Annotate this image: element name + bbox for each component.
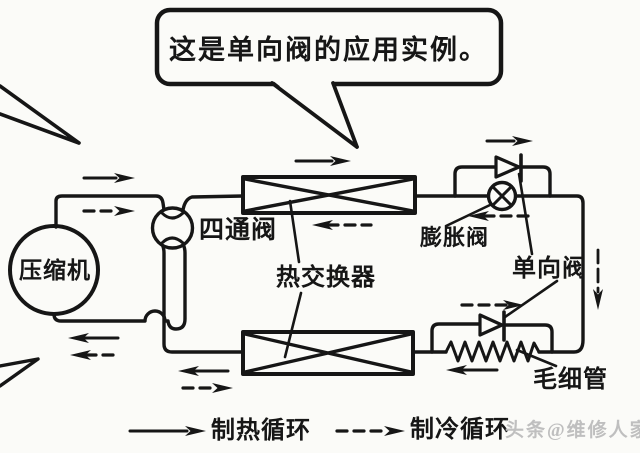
cooling-flow-arrow (181, 383, 233, 393)
heating-flow-arrow (446, 365, 499, 375)
heat-exchanger-label: 热交换器 (276, 265, 376, 291)
legend-heating-label: 制热循环 (211, 418, 311, 444)
heat-exchanger-top-icon (241, 175, 417, 215)
cooling-flow-arrow (593, 248, 603, 310)
compressor-label: 压缩机 (19, 258, 91, 283)
cooling-flow-arrow (312, 220, 373, 230)
four-way-valve-icon (150, 206, 195, 250)
expansion-valve-label: 膨胀阀 (420, 225, 490, 250)
check-valve-bottom-icon (430, 310, 554, 354)
heating-flow-arrow (178, 366, 230, 376)
legend-cooling-arrow (335, 426, 405, 436)
cooling-flow-arrow (82, 206, 135, 216)
legend-cooling-label: 制冷循环 (410, 417, 510, 443)
heat-exchanger-bottom-icon (241, 330, 415, 376)
heating-flow-arrow (294, 156, 351, 166)
check-valve-label: 单向阀 (512, 256, 587, 282)
pipe-lines (52, 194, 585, 354)
cooling-flow-arrow (460, 300, 524, 310)
cooling-flow-arrows (70, 206, 603, 393)
offscreen-bubble-tail-top-left (0, 84, 81, 145)
cooling-flow-arrow (70, 350, 122, 360)
speech-bubble-text: 这是单向阀的应用实例。 (169, 34, 488, 65)
heating-flow-arrow (82, 173, 135, 183)
legend-heating-arrow (128, 426, 206, 436)
check-valve-top-icon (453, 153, 552, 198)
expansion-valve-icon (486, 180, 518, 212)
label-pointer-lines (283, 172, 559, 368)
capillary-tube-label: 毛细管 (533, 367, 608, 393)
speech-bubble-icon (154, 7, 504, 149)
capillary-tube-icon (444, 340, 541, 363)
cooling-flow-arrow (468, 211, 530, 221)
heating-flow-arrow (485, 136, 533, 146)
heating-flow-arrows (68, 136, 533, 376)
watermark: 头条@维修人家 (505, 420, 640, 441)
heating-flow-arrow (68, 333, 120, 343)
four-way-valve-label: 四通阀 (199, 217, 278, 244)
offscreen-bubble-tail-bottom-left (0, 357, 40, 388)
